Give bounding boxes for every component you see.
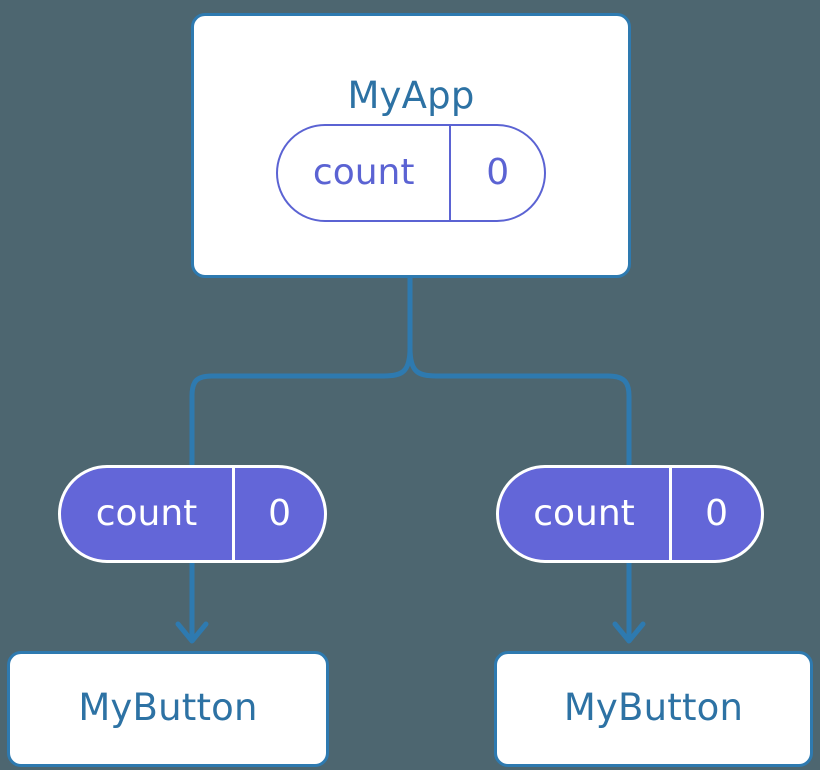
branch-connector-left <box>189 345 413 469</box>
state-pill-value: 0 <box>486 152 510 193</box>
branch-connector-right <box>407 345 632 469</box>
component-name-mybutton: MyButton <box>78 686 258 729</box>
state-pill-myapp-count[interactable]: count 0 <box>276 124 546 222</box>
prop-pill-left-count[interactable]: count 0 <box>58 465 327 563</box>
prop-pill-value: 0 <box>268 493 291 534</box>
component-name-mybutton: MyButton <box>563 686 744 729</box>
prop-pill-key: count <box>499 468 673 560</box>
component-node-mybutton-right[interactable]: MyButton <box>494 651 813 767</box>
prop-pill-key: count <box>61 468 236 560</box>
component-name-myapp: MyApp <box>347 74 475 117</box>
prop-pill-value: 0 <box>705 493 728 534</box>
prop-pill-right-count[interactable]: count 0 <box>496 465 764 563</box>
component-node-mybutton-left[interactable]: MyButton <box>7 651 329 767</box>
state-pill-key: count <box>278 126 452 220</box>
prop-arrow-head-right <box>612 621 646 644</box>
prop-arrow-head-left <box>175 621 209 644</box>
